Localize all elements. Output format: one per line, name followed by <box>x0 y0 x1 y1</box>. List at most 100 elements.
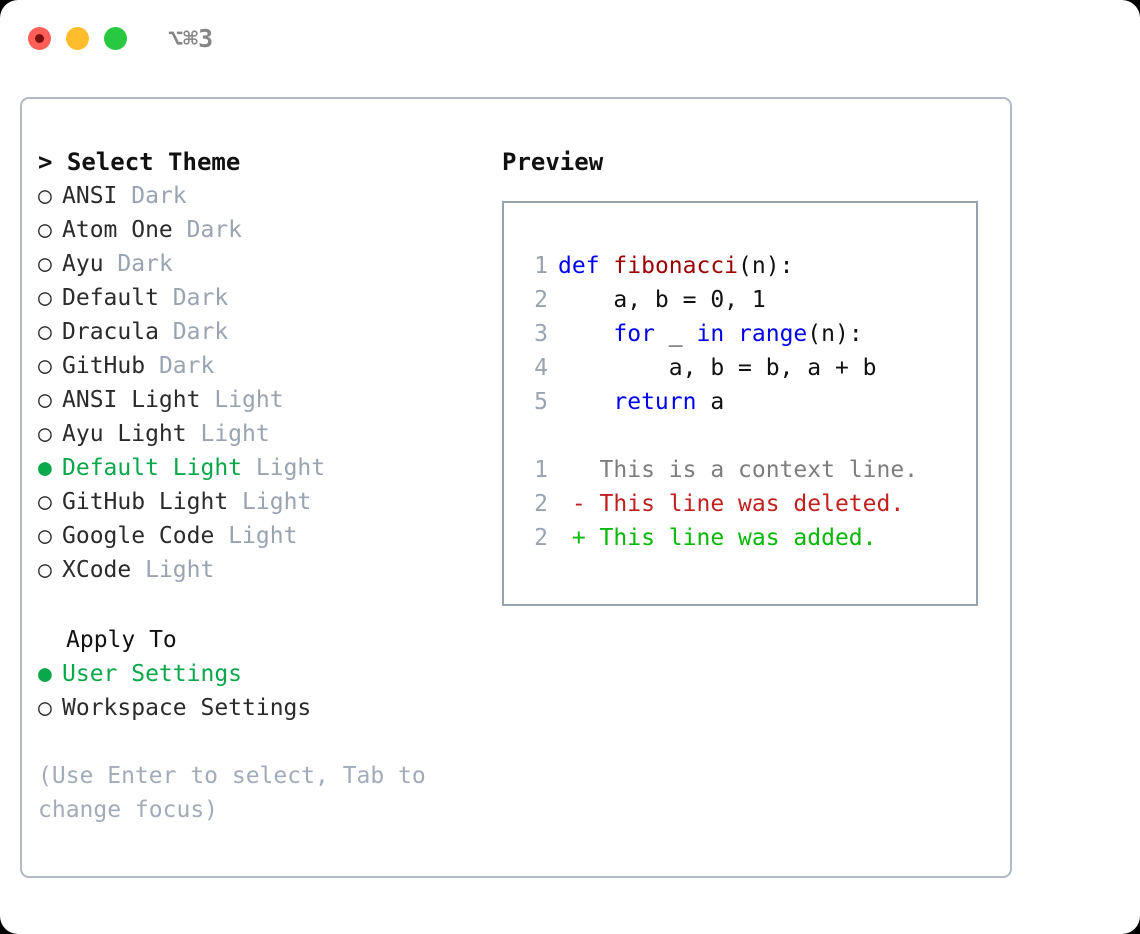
radio-unselected-icon: ○ <box>38 523 52 549</box>
apply-to-list: ●User Settings○Workspace Settings <box>38 657 483 725</box>
diff-line-text: + This line was added. <box>558 525 877 551</box>
theme-item[interactable]: ○ XCode Light <box>38 553 483 587</box>
radio-unselected-icon: ○ <box>38 387 52 413</box>
radio-selected-icon: ● <box>38 661 52 687</box>
radio-unselected-icon: ○ <box>38 695 52 721</box>
minimize-button[interactable] <box>66 27 89 50</box>
theme-item[interactable]: ○ Atom One Dark <box>38 213 483 247</box>
theme-item-label: Atom One <box>62 217 173 243</box>
theme-item-label: XCode <box>62 557 132 583</box>
code-line: 4 a, b = b, a + b <box>522 351 918 385</box>
theme-item-variant-tag: Light <box>214 387 284 413</box>
radio-unselected-icon: ○ <box>38 217 52 243</box>
main-panel: > Select Theme ○ANSI Dark○Atom One Dark○… <box>20 97 1012 878</box>
theme-item[interactable]: ○ Ayu Dark <box>38 247 483 281</box>
keyboard-shortcut-label: ⌥⌘3 <box>168 24 214 53</box>
radio-unselected-icon: ○ <box>38 285 52 311</box>
code-token: _ <box>654 321 697 347</box>
zoom-button[interactable] <box>104 27 127 50</box>
title-bar: ⌥⌘3 <box>0 0 1140 78</box>
theme-item[interactable]: ○ GitHub Dark <box>38 349 483 383</box>
code-token: (n): <box>738 253 794 279</box>
theme-picker-column: > Select Theme ○ANSI Dark○Atom One Dark○… <box>38 145 483 827</box>
theme-item-variant-tag: Light <box>200 421 270 447</box>
code-line: 1 def fibonacci(n): <box>522 249 918 283</box>
theme-item[interactable]: ○ ANSI Dark <box>38 179 483 213</box>
theme-item[interactable]: ○Default Dark <box>38 281 483 315</box>
theme-item-variant-tag: Dark <box>117 251 173 277</box>
apply-to-item[interactable]: ●User Settings <box>38 657 483 691</box>
diff-line: 2 + This line was added. <box>522 521 918 555</box>
theme-item-label: Google Code <box>62 523 215 549</box>
radio-unselected-icon: ○ <box>38 353 52 379</box>
code-token <box>558 389 613 415</box>
diff-line-text: - This line was deleted. <box>558 491 905 517</box>
line-number: 1 <box>534 457 548 483</box>
theme-item-variant-tag: Light <box>228 523 298 549</box>
line-number: 3 <box>534 321 548 347</box>
theme-item-variant-tag: Dark <box>131 183 187 209</box>
code-token: range <box>738 321 808 347</box>
line-number: 2 <box>534 287 548 313</box>
close-button[interactable] <box>28 27 51 50</box>
radio-unselected-icon: ○ <box>38 557 52 583</box>
code-token: a, b = b, a + b <box>558 355 877 381</box>
code-token: (n): <box>807 321 863 347</box>
spacer <box>38 587 483 623</box>
preview-heading: Preview <box>502 148 604 176</box>
code-token: def <box>558 253 600 279</box>
theme-item[interactable]: ○Dracula Dark <box>38 315 483 349</box>
radio-unselected-icon: ○ <box>38 489 52 515</box>
keyboard-hint: (Use Enter to select, Tab to change focu… <box>38 763 440 823</box>
theme-item-variant-tag: Light <box>255 455 326 481</box>
diff-line: 1 This is a context line. <box>522 453 918 487</box>
theme-item-label: GitHub <box>62 353 146 379</box>
theme-item-variant-tag: Dark <box>172 319 229 345</box>
theme-item[interactable]: ○ Google Code Light <box>38 519 483 553</box>
code-token <box>558 321 613 347</box>
theme-item-label: Default Light <box>62 455 243 481</box>
radio-unselected-icon: ○ <box>38 183 52 209</box>
theme-item-label: ANSI Light <box>62 387 201 413</box>
traffic-lights <box>28 27 127 50</box>
theme-item-variant-tag: Light <box>145 557 215 583</box>
theme-item-label: Ayu Light <box>62 421 187 447</box>
code-token <box>600 253 614 279</box>
theme-item-variant-tag: Dark <box>158 353 215 379</box>
theme-item-variant-tag: Dark <box>186 217 243 243</box>
radio-unselected-icon: ○ <box>38 421 52 447</box>
theme-item-variant-tag: Dark <box>172 285 229 311</box>
theme-list: ○ANSI Dark○Atom One Dark○Ayu Dark○Defaul… <box>38 179 483 587</box>
theme-item[interactable]: ○GitHub Light Light <box>38 485 483 519</box>
theme-item-variant-tag: Light <box>242 489 312 515</box>
code-line: 2 a, b = 0, 1 <box>522 283 918 317</box>
code-token: in <box>696 321 725 347</box>
code-token: fibonacci <box>613 253 739 279</box>
diff-line-text: This is a context line. <box>558 457 919 483</box>
code-line: 3 for _ in range(n): <box>522 317 918 351</box>
line-number: 1 <box>534 253 548 279</box>
theme-item[interactable]: ○ Ayu Light Light <box>38 417 483 451</box>
theme-item-label: ANSI <box>62 183 118 209</box>
page-title: > Select Theme <box>38 148 241 176</box>
radio-unselected-icon: ○ <box>38 251 52 277</box>
line-number: 5 <box>534 389 548 415</box>
apply-to-item[interactable]: ○Workspace Settings <box>38 691 483 725</box>
line-number: 2 <box>534 491 548 517</box>
code-token: return <box>613 389 697 415</box>
code-token: a <box>696 389 725 415</box>
code-token <box>724 321 738 347</box>
diff-line: 2 - This line was deleted. <box>522 487 918 521</box>
theme-item[interactable]: ●Default Light Light <box>38 451 483 485</box>
theme-item-label: Ayu <box>62 251 104 277</box>
theme-item[interactable]: ○ ANSI Light Light <box>38 383 483 417</box>
theme-item-label: Dracula <box>62 319 159 345</box>
line-number: 4 <box>534 355 548 381</box>
apply-to-heading: Apply To <box>66 627 177 653</box>
code-token: a, b = 0, 1 <box>558 287 766 313</box>
diff-spacer <box>522 419 918 453</box>
